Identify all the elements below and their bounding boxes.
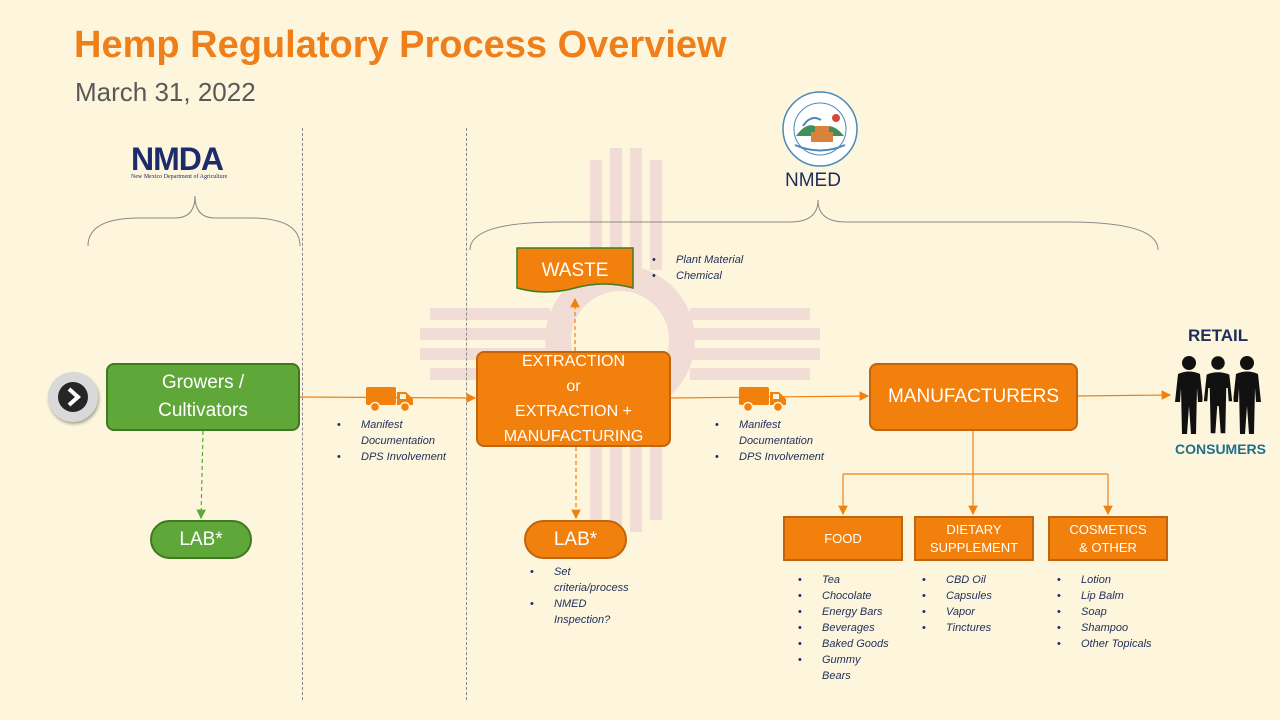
extraction-line: EXTRACTION (521, 353, 626, 370)
dietary-node: DIETARY SUPPLEMENT (914, 516, 1034, 561)
nmda-logo-text: NMDA (131, 141, 224, 177)
list-item: Tinctures (922, 620, 1022, 636)
arrow-manufacturers-retail (1077, 390, 1172, 400)
list-item: Chocolate (798, 588, 898, 604)
separator-line (466, 128, 467, 700)
lab-nmed-node: LAB* (524, 520, 627, 559)
list-item: Vapor (922, 604, 1022, 620)
list-item: Manifest Documentation (337, 417, 457, 449)
list-item: Set criteria/process (530, 564, 642, 596)
manufacturers-label: MANUFACTURERS (887, 386, 1059, 407)
growers-label: Growers / Cultivators (158, 372, 248, 421)
list-item: Gummy Bears (798, 652, 872, 684)
list-item: Energy Bars (798, 604, 898, 620)
nmda-brace (87, 195, 301, 247)
list-item: Tea (798, 572, 898, 588)
extraction-line: MANUFACTURING (503, 428, 644, 445)
list-item: DPS Involvement (337, 449, 457, 465)
list-item: Chemical (652, 268, 772, 284)
nmed-label: NMED (785, 170, 841, 191)
people-icon (1175, 354, 1261, 435)
cosmetics-list: Lotion Lip Balm Soap Shampoo Other Topic… (1057, 572, 1167, 652)
lab-nmed-list: Set criteria/process NMED Inspection? (530, 564, 642, 628)
waste-banner-shape (516, 247, 634, 293)
list-item: Other Topicals (1057, 636, 1167, 652)
lab-nmda-label: LAB* (179, 528, 223, 550)
food-label: FOOD (824, 531, 862, 546)
extraction-node: EXTRACTION or EXTRACTION + MANUFACTURING (476, 351, 671, 447)
arrow-growers-lab (196, 430, 206, 520)
list-item: Plant Material (652, 252, 772, 268)
chevron-right-icon (58, 382, 88, 412)
list-item: Lip Balm (1057, 588, 1167, 604)
waste-list: Plant Material Chemical (652, 252, 772, 284)
lab-nmed-label: LAB* (553, 528, 598, 550)
cosmetics-label: COSMETICS & OTHER (1069, 521, 1147, 555)
truck-icon (739, 387, 786, 413)
page-title: Hemp Regulatory Process Overview (74, 24, 727, 66)
nmda-logo-subtext: New Mexico Department of Agriculture (131, 174, 228, 180)
page-date: March 31, 2022 (75, 77, 256, 107)
separator-line (302, 128, 303, 700)
truck-icon (366, 387, 413, 413)
waste-label: WASTE (541, 260, 609, 281)
list-item: Baked Goods (798, 636, 898, 652)
list-item: NMED Inspection? (530, 596, 642, 628)
transport1-list: Manifest Documentation DPS Involvement (337, 417, 457, 465)
list-item: DPS Involvement (715, 449, 835, 465)
list-item: CBD Oil (922, 572, 1022, 588)
dietary-label: DIETARY SUPPLEMENT (929, 521, 1019, 555)
food-node: FOOD (783, 516, 903, 561)
food-list: Tea Chocolate Energy Bars Beverages Bake… (798, 572, 898, 684)
list-item: Capsules (922, 588, 1022, 604)
list-item: Manifest Documentation (715, 417, 835, 449)
nmda-logo: NMDA New Mexico Department of Agricultur… (131, 141, 255, 184)
extraction-line: EXTRACTION + (515, 403, 632, 420)
consumers-label: CONSUMERS (1175, 441, 1267, 457)
nmed-seal (782, 91, 858, 167)
nmed-brace (469, 199, 1159, 251)
list-item: Shampoo (1057, 620, 1167, 636)
transport2-list: Manifest Documentation DPS Involvement (715, 417, 835, 465)
extraction-line: or (566, 378, 581, 395)
cosmetics-node: COSMETICS & OTHER (1048, 516, 1168, 561)
manufacturers-node: MANUFACTURERS (869, 363, 1078, 431)
growers-node: Growers / Cultivators (106, 363, 300, 431)
waste-node: WASTE (516, 252, 634, 290)
lab-nmda-node: LAB* (150, 520, 252, 559)
retail-label: RETAIL (1188, 326, 1249, 345)
dietary-list: CBD Oil Capsules Vapor Tinctures (922, 572, 1022, 636)
list-item: Lotion (1057, 572, 1167, 588)
start-button[interactable] (48, 372, 98, 422)
list-item: Soap (1057, 604, 1167, 620)
list-item: Beverages (798, 620, 898, 636)
